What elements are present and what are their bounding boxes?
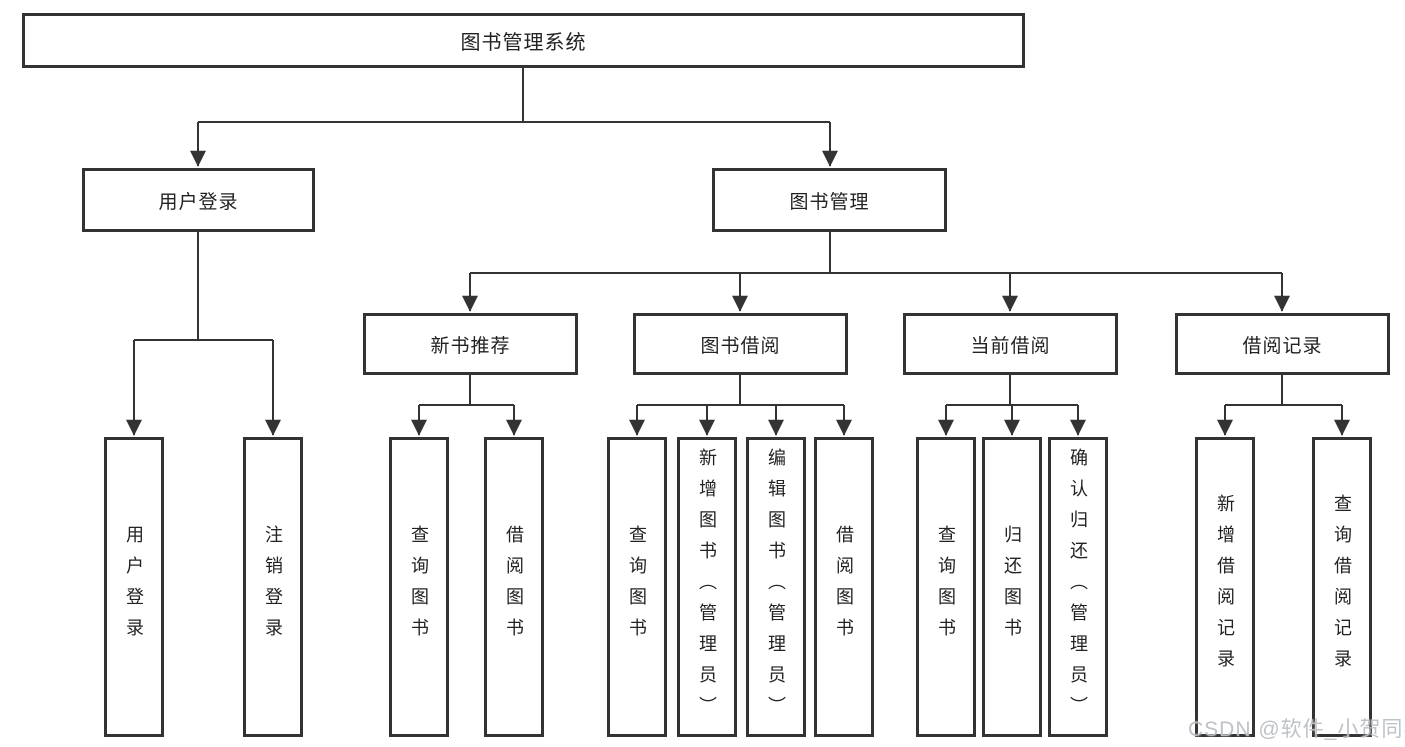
node-leaf-add-borrow-record: 新增借阅记录 <box>1195 437 1255 737</box>
node-leaf-add-book-admin: 新增图书（管理员） <box>677 437 737 737</box>
node-current-borrowing: 当前借阅 <box>903 313 1118 375</box>
node-label: 确认归还（管理员） <box>1068 447 1088 727</box>
node-label: 图书管理 <box>789 191 870 213</box>
node-label: 查询图书 <box>627 525 647 649</box>
node-leaf-query-borrow-record: 查询借阅记录 <box>1312 437 1372 737</box>
node-leaf-query-books-current: 查询图书 <box>916 437 976 737</box>
node-leaf-confirm-return-admin: 确认归还（管理员） <box>1048 437 1108 737</box>
node-label: 编辑图书（管理员） <box>766 447 786 727</box>
node-label: 借阅图书 <box>504 525 524 649</box>
node-book-borrowing: 图书借阅 <box>633 313 848 375</box>
node-label: 用户登录 <box>124 525 144 649</box>
node-borrowing-records: 借阅记录 <box>1175 313 1390 375</box>
node-book-management: 图书管理 <box>712 168 947 232</box>
node-label: 查询图书 <box>409 525 429 649</box>
node-leaf-edit-book-admin: 编辑图书（管理员） <box>746 437 806 737</box>
node-label: 查询图书 <box>936 525 956 649</box>
node-leaf-query-books-recommend: 查询图书 <box>389 437 449 737</box>
node-leaf-borrow-books-recommend: 借阅图书 <box>484 437 544 737</box>
node-leaf-query-books-borrowing: 查询图书 <box>607 437 667 737</box>
node-label: 注销登录 <box>263 525 283 649</box>
node-label: 借阅记录 <box>1242 335 1323 357</box>
node-label: 用户登录 <box>158 191 239 213</box>
node-leaf-borrow-books-borrowing: 借阅图书 <box>814 437 874 737</box>
node-label: 当前借阅 <box>970 335 1051 357</box>
node-library-management-system: 图书管理系统 <box>22 13 1025 68</box>
node-label: 图书借阅 <box>700 335 781 357</box>
node-leaf-user-login: 用户登录 <box>104 437 164 737</box>
node-label: 新增借阅记录 <box>1215 494 1235 680</box>
node-label: 新增图书（管理员） <box>697 447 717 727</box>
node-label: 借阅图书 <box>834 525 854 649</box>
node-label: 归还图书 <box>1002 525 1022 649</box>
node-label: 查询借阅记录 <box>1332 494 1352 680</box>
watermark: CSDN @软件_小贺同学 <box>1188 718 1405 741</box>
node-label: 图书管理系统 <box>460 32 587 54</box>
node-leaf-return-books: 归还图书 <box>982 437 1042 737</box>
node-leaf-logout: 注销登录 <box>243 437 303 737</box>
node-label: 新书推荐 <box>430 335 511 357</box>
node-user-login: 用户登录 <box>82 168 315 232</box>
node-new-book-recommendation: 新书推荐 <box>363 313 578 375</box>
